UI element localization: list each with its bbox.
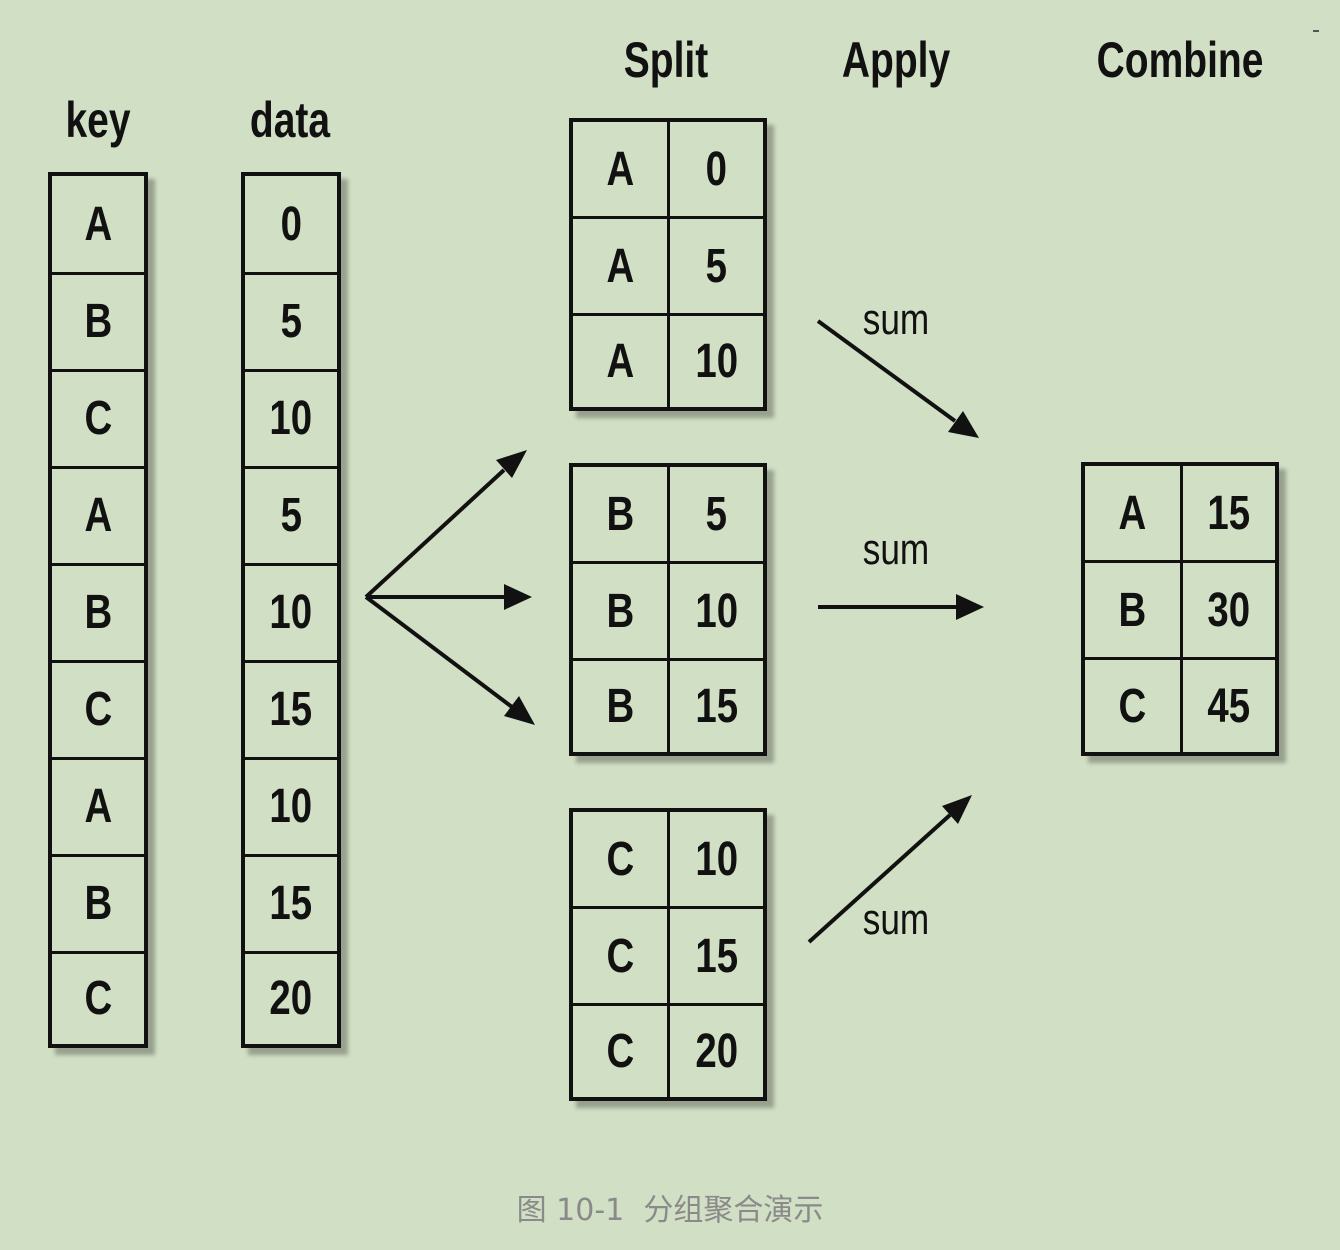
key-cell: B (84, 294, 112, 348)
combine-key-cell: B (1118, 583, 1147, 637)
header-apply: Apply (841, 32, 951, 88)
split-arrowhead-up (496, 450, 527, 478)
key-cell: C (84, 391, 112, 445)
split-group-a: A 0 A 5 A 10 (569, 118, 767, 411)
split-arrow-up (364, 468, 506, 599)
apply-label-b: sum (862, 525, 930, 574)
corner-mark (1313, 30, 1319, 32)
split-key-cell: B (606, 487, 634, 541)
data-cell: 5 (280, 488, 302, 542)
split-arrowhead-mid (504, 584, 532, 610)
split-value-cell: 15 (695, 680, 738, 733)
combine-value-cell: 45 (1207, 679, 1251, 733)
key-cell: A (84, 197, 112, 251)
apply-arrowhead-a (948, 411, 979, 438)
key-cell: B (84, 585, 112, 639)
split-key-cell: C (606, 1025, 634, 1078)
split-key-cell: A (606, 335, 634, 388)
split-value-cell: 5 (705, 239, 728, 293)
split-arrowhead-down (504, 696, 535, 725)
apply-arrow-c (807, 813, 952, 944)
data-cell: 10 (269, 391, 313, 445)
apply-label-a: sum (862, 295, 930, 344)
split-key-cell: C (606, 929, 634, 983)
apply-arrowhead-c (942, 795, 972, 824)
split-group-b: B 5 B 10 B 15 (569, 463, 767, 756)
header-split: Split (623, 32, 709, 88)
data-cell: 15 (269, 876, 313, 930)
data-cell: 0 (280, 197, 302, 251)
key-cell: C (84, 971, 112, 1025)
combine-key-cell: C (1118, 679, 1147, 733)
split-value-cell: 10 (695, 832, 738, 886)
split-key-cell: C (606, 832, 634, 886)
split-value-cell: 15 (695, 929, 738, 983)
apply-label-c: sum (862, 895, 930, 944)
split-key-cell: A (606, 142, 634, 196)
combine-value-cell: 15 (1207, 486, 1251, 540)
combine-result: A 15 B 30 C 45 (1081, 462, 1279, 756)
data-cell: 15 (269, 682, 313, 736)
split-value-cell: 10 (695, 335, 738, 388)
key-cell: A (84, 488, 112, 542)
data-column: 0 5 10 5 10 15 10 15 20 (241, 172, 341, 1048)
header-key: key (65, 92, 131, 148)
split-arrow-down (364, 595, 514, 709)
split-key-cell: B (606, 584, 634, 638)
split-value-cell: 0 (705, 142, 728, 196)
apply-arrow-a (816, 319, 957, 423)
key-cell: C (84, 682, 112, 736)
split-value-cell: 10 (695, 584, 738, 638)
key-cell: A (84, 779, 112, 833)
split-group-c: C 10 C 15 C 20 (569, 808, 767, 1101)
split-value-cell: 20 (695, 1025, 738, 1078)
key-cell: B (84, 876, 112, 930)
data-cell: 10 (269, 779, 313, 833)
data-cell: 20 (269, 971, 313, 1025)
split-key-cell: A (606, 239, 634, 293)
key-column: A B C A B C A B C (48, 172, 148, 1048)
split-key-cell: B (606, 680, 634, 733)
data-cell: 10 (269, 585, 313, 639)
header-data: data (249, 92, 331, 148)
combine-key-cell: A (1118, 486, 1147, 540)
figure-caption: 图 10-1 分组聚合演示 (516, 1193, 824, 1228)
apply-arrowhead-b (956, 594, 984, 620)
data-cell: 5 (280, 294, 302, 348)
header-combine: Combine (1096, 32, 1264, 88)
split-value-cell: 5 (705, 487, 728, 541)
combine-value-cell: 30 (1207, 583, 1251, 637)
